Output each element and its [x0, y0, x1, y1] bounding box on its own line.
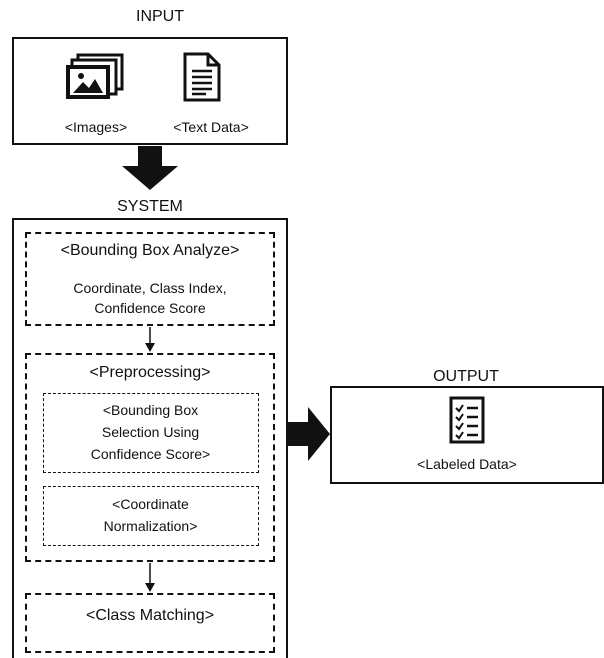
preprocessing-block: <Preprocessing> <Bounding Box Selection … — [25, 353, 275, 562]
preprocessing-title: <Preprocessing> — [89, 364, 211, 381]
coordinate-normalization-line1: <Coordinate — [112, 496, 189, 512]
system-box — [12, 218, 288, 658]
labeled-data-label: <Labeled Data> — [417, 456, 517, 472]
bbox-selection-line2: Selection Using — [101, 424, 200, 440]
system-heading: SYSTEM — [117, 198, 183, 215]
system-to-output-arrow — [288, 407, 330, 461]
bbox-to-preprocessing-arrow — [145, 327, 155, 352]
output-box: <Labeled Data> — [330, 386, 604, 484]
text-data-label: <Text Data> — [173, 119, 249, 135]
output-heading: OUTPUT — [433, 368, 499, 385]
images-label: <Images> — [64, 119, 128, 135]
bounding-box-analyze-line2: Confidence Score — [94, 300, 206, 316]
input-to-system-arrow — [122, 146, 178, 190]
input-box: <Images> <Text Data> — [12, 37, 288, 145]
document-icon — [183, 52, 221, 102]
bounding-box-analyze-block: <Bounding Box Analyze> Coordinate, Class… — [25, 232, 275, 326]
coordinate-normalization-step: <Coordinate Normalization> — [43, 486, 259, 546]
bounding-box-analyze-title: <Bounding Box Analyze> — [60, 242, 240, 259]
bounding-box-analyze-line1: Coordinate, Class Index, — [73, 280, 227, 296]
class-matching-title: <Class Matching> — [85, 607, 215, 624]
preprocessing-to-class-matching-arrow — [145, 563, 155, 592]
input-heading: INPUT — [136, 8, 184, 25]
checklist-icon — [449, 396, 485, 444]
bbox-selection-step: <Bounding Box Selection Using Confidence… — [43, 393, 259, 473]
bbox-selection-line1: <Bounding Box — [102, 402, 199, 418]
bbox-selection-line3: Confidence Score> — [90, 446, 211, 462]
coordinate-normalization-line2: Normalization> — [103, 518, 198, 534]
class-matching-block: <Class Matching> — [25, 593, 275, 653]
images-icon — [66, 53, 124, 99]
